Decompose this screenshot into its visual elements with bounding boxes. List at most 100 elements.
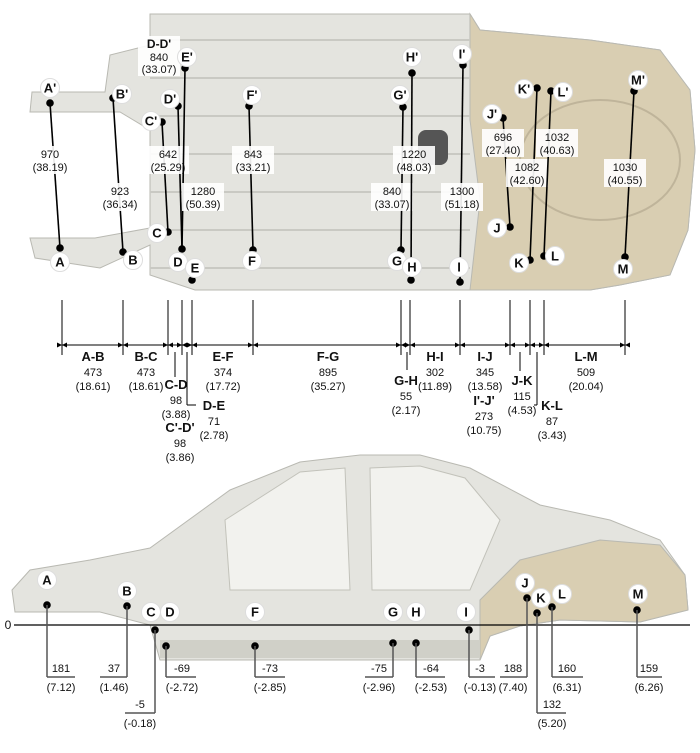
dimension-mm-d-d-prime: 840 (150, 52, 168, 64)
dimension-mm-a-a-prime: 970 (41, 149, 59, 161)
diagonal-dimensions: 970(38.19)923(36.34)642(25.29)1280(50.39… (29, 36, 646, 283)
point-dot-a (56, 244, 64, 252)
dimension-title-d-d-prime: D-D' (147, 37, 171, 51)
point-marker-d-side (160, 602, 180, 622)
point-marker-a-prime (40, 78, 60, 98)
dimension-line-g-g-prime (400, 106, 404, 251)
dimension-label-bg (99, 183, 141, 211)
arrowhead (625, 342, 630, 348)
dimension-in-b-b-prime: (36.34) (103, 199, 138, 211)
point-label-m-side: M (633, 587, 644, 602)
point-marker-i-prime (452, 44, 472, 64)
point-dot-i (456, 278, 464, 286)
point-marker-a (50, 252, 70, 272)
length-mm-j-k: 115 (513, 391, 531, 403)
arrowhead (118, 342, 123, 348)
height-in-h: (-2.53) (415, 682, 447, 694)
point-marker-l-side (552, 584, 572, 604)
point-marker-i-side (456, 602, 476, 622)
point-dot-l-prime (547, 87, 555, 95)
dimension-label-bg (138, 36, 180, 76)
arrowhead (460, 342, 465, 348)
length-mm-g-h: 55 (400, 391, 412, 403)
point-label-i-side: I (464, 605, 468, 620)
length-in-i-prime-j-prime: (10.75) (467, 425, 502, 437)
length-in-c-d: (3.88) (162, 409, 191, 421)
length-label-c-prime-d-prime: C'-D' (165, 420, 194, 435)
point-label-i-prime: I' (459, 47, 466, 62)
arrowhead (192, 342, 197, 348)
point-dot-d (178, 245, 186, 253)
point-label-h-prime: H' (406, 50, 418, 65)
point-label-i: I (457, 260, 461, 275)
point-label-l-prime: L' (557, 85, 568, 100)
point-label-h: H (407, 260, 416, 275)
height-mm-a: 181 (52, 663, 70, 675)
dimension-mm-b-b-prime: 923 (111, 186, 129, 198)
dimension-in-m-m-prime: (40.55) (608, 175, 643, 187)
dimension-in-i-i-prime: (51.18) (445, 199, 480, 211)
arrowhead (455, 342, 460, 348)
point-dot-h (407, 276, 415, 284)
length-label-e-f: E-F (213, 349, 234, 364)
dimension-label-bg (536, 129, 578, 157)
length-in-h-i: (11.89) (418, 381, 452, 393)
front-door-opening (224, 467, 351, 591)
length-mm-i-j: 345 (476, 367, 494, 379)
point-marker-h-prime (402, 47, 422, 67)
height-mm-b: 37 (108, 663, 120, 675)
dimension-mm-m-m-prime: 1030 (613, 162, 637, 174)
point-label-j: J (493, 221, 500, 236)
length-label-k-l: K-L (541, 398, 563, 413)
point-label-a-side: A (42, 573, 52, 588)
point-marker-k (509, 253, 529, 273)
dimension-mm-k-k-prime: 1082 (515, 162, 539, 174)
height-mm-k: 132 (543, 699, 561, 711)
rear-door-opening (369, 465, 501, 591)
length-in-i-j: (13.58) (468, 381, 503, 393)
point-marker-e-prime (177, 47, 197, 67)
length-mm-c-d: 98 (170, 395, 182, 407)
point-marker-h-side (406, 602, 426, 622)
arrowhead (530, 342, 535, 348)
height-mm-l: 160 (558, 663, 576, 675)
height-in-l: (6.31) (553, 682, 582, 694)
dimension-label-bg (506, 159, 548, 187)
length-label-h-i: H-I (426, 349, 443, 364)
length-label-f-g: F-G (317, 349, 339, 364)
point-label-c-side: C (146, 605, 156, 620)
dimension-in-j-j-prime: (27.40) (486, 145, 521, 157)
point-marker-f-prime (242, 85, 262, 105)
height-mm-g: -75 (371, 663, 387, 675)
point-label-f-prime: F' (246, 88, 257, 103)
length-in-f-g: (35.27) (311, 381, 346, 393)
point-marker-f-side (245, 602, 265, 622)
length-mm-d-e: 71 (208, 416, 220, 428)
arrowhead (253, 342, 258, 348)
dimension-mm-c-c-prime: 642 (159, 149, 177, 161)
dimension-in-h-h-prime: (48.03) (397, 162, 432, 174)
height-in-c: (-0.18) (124, 718, 156, 730)
arrowhead (177, 342, 182, 348)
arrowhead (57, 342, 62, 348)
point-label-g: G (392, 254, 402, 269)
top-view-points: AA'BB'CC'DD'EE'FF'GG'HH'II'JJ'KK'LL'MM' (40, 44, 648, 286)
point-label-b: B (128, 253, 137, 268)
length-label-c-d: C-D (164, 377, 187, 392)
point-label-a-prime: A' (44, 81, 56, 96)
point-label-e: E (191, 261, 200, 276)
dimension-line-l-l-prime (543, 90, 552, 257)
dimension-in-d-d-prime: (33.07) (142, 64, 177, 76)
arrowhead (248, 342, 253, 348)
dimension-in-l-l-prime: (40.63) (540, 145, 575, 157)
arrowhead (405, 342, 410, 348)
point-label-c: C (152, 226, 162, 241)
dimension-line-b-b-prime (112, 97, 124, 253)
length-in-d-e: (2.78) (200, 430, 229, 442)
dimension-label-bg (371, 183, 413, 211)
point-label-l-side: L (558, 587, 566, 602)
point-label-b-prime: B' (116, 87, 128, 102)
point-label-j-side: J (521, 576, 528, 591)
height-in-b: (1.46) (100, 682, 129, 694)
